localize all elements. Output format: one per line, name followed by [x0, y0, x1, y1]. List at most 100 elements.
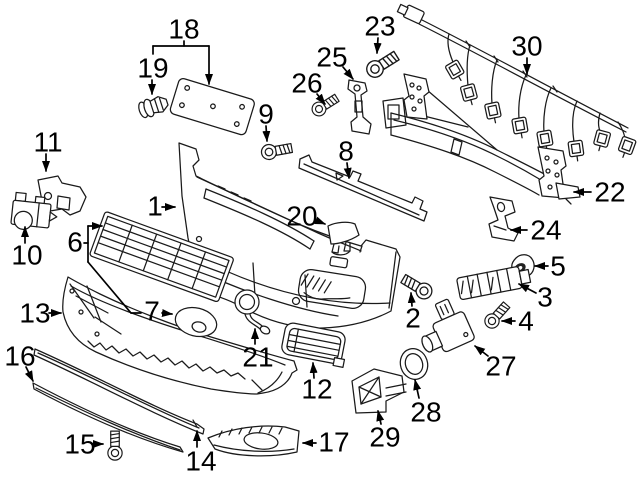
part-number-label-9: 9: [258, 99, 274, 130]
callout-10-horn-assembly: 10: [11, 226, 43, 271]
callout-layer: 1234567891011121314151617181920212223242…: [4, 11, 625, 477]
part-number-label-24: 24: [530, 215, 561, 246]
part-number-label-29: 29: [369, 422, 400, 453]
part-number-label-11: 11: [33, 127, 62, 158]
callout-22-impact-bar: 22: [573, 177, 626, 208]
part-23-impact-bar-bolt: [362, 47, 402, 82]
part-19-push-pin-clip: [138, 96, 169, 119]
part-number-label-27: 27: [485, 351, 516, 382]
part-17-fog-lamp-trim: [207, 425, 300, 457]
part-number-label-10: 10: [11, 240, 42, 271]
callout-17-fog-lamp-trim: 17: [302, 427, 350, 458]
part-4-tapping-screw: [481, 299, 513, 332]
callout-30-wiring-harness: 30: [511, 31, 543, 75]
leader-arrow: [262, 125, 271, 142]
part-number-label-25: 25: [316, 42, 347, 73]
leader-arrow: [518, 283, 537, 294]
part-18-license-plate-bracket: [169, 78, 255, 136]
part-22-impact-bar: [382, 73, 581, 205]
part-number-label-4: 4: [518, 306, 534, 337]
part-number-label-20: 20: [286, 201, 317, 232]
part-9-mounting-bolt: [259, 139, 294, 162]
part-number-label-3: 3: [537, 282, 553, 313]
part-number-label-14: 14: [185, 446, 216, 477]
part-10-horn-assembly: [10, 191, 58, 230]
part-3-side-support-bracket: [456, 266, 532, 301]
leader-arrow: [309, 362, 318, 379]
part-8-upper-support-strip: [298, 154, 428, 222]
part-24-side-mount-bracket: [488, 196, 519, 242]
callout-12-fog-light-grille: 12: [301, 362, 333, 405]
part-number-label-8: 8: [338, 136, 354, 167]
leader-arrow: [373, 37, 382, 54]
callout-23-impact-bar-bolt: 23: [364, 11, 396, 54]
callout-4-tapping-screw: 4: [501, 306, 534, 337]
part-28-sensor-seal-ring: [399, 348, 429, 380]
leader-arrow: [342, 66, 354, 80]
part-number-label-17: 17: [318, 427, 349, 458]
leader-arrow: [315, 93, 326, 105]
part-21-tow-hook: [234, 289, 271, 335]
part-27-parking-sensor: [421, 298, 475, 353]
part-16-molding-strip-lower: [32, 382, 184, 453]
callout-24-side-mount-bracket: 24: [510, 215, 562, 246]
part-number-label-26: 26: [291, 68, 322, 99]
part-number-label-23: 23: [364, 11, 395, 42]
part-25-center-bracket: [347, 79, 372, 135]
callout-2-hex-flange-bolt: 2: [405, 292, 421, 334]
leader-arrow: [407, 292, 416, 307]
part-29-sensor-holder: [351, 368, 407, 414]
part-number-label-18: 18: [168, 14, 199, 45]
part-20-headlight-washer-cover: [327, 221, 360, 256]
part-12-fog-light-grille: [281, 322, 346, 368]
part-number-label-30: 30: [511, 31, 542, 62]
callout-9-mounting-bolt: 9: [258, 99, 274, 142]
callout-19-push-pin-clip: 19: [137, 53, 169, 95]
leader-arrow: [474, 345, 489, 357]
callout-26-bracket-screw: 26: [291, 68, 326, 105]
callout-15-flange-bolt: 15: [64, 429, 104, 460]
part-number-label-21: 21: [242, 342, 273, 373]
callout-8-upper-support-strip: 8: [338, 136, 354, 179]
callout-11-mounting-bracket: 11: [33, 127, 63, 172]
part-number-label-15: 15: [64, 429, 95, 460]
callout-16-molding-strip-lower: 16: [4, 341, 36, 382]
part-7-tow-hook-cover: [174, 306, 218, 338]
part-number-label-16: 16: [4, 341, 35, 372]
part-2-hex-flange-bolt: [398, 271, 436, 303]
callout-25-center-bracket: 25: [316, 42, 354, 80]
part-number-label-5: 5: [550, 251, 566, 282]
callout-29-sensor-holder: 29: [369, 410, 401, 453]
part-number-label-6: 6: [67, 227, 83, 258]
callout-27-parking-sensor: 27: [474, 345, 517, 382]
callout-14-molding-strip-upper: 14: [185, 430, 217, 477]
leader-arrow: [343, 162, 352, 179]
part-14-molding-strip-upper: [33, 348, 205, 435]
callout-6-center-lower-grille: 6: [67, 222, 132, 314]
callout-20-headlight-washer-cover: 20: [286, 201, 326, 232]
part-number-label-28: 28: [410, 397, 441, 428]
callout-28-sensor-seal-ring: 28: [410, 379, 442, 428]
leader-arrow: [376, 410, 385, 425]
leader-line: [87, 261, 132, 314]
callout-1-front-bumper-cover: 1: [147, 191, 176, 222]
leader-arrow: [314, 216, 326, 225]
callout-21-tow-hook: 21: [242, 328, 274, 373]
callout-13-lower-spoiler: 13: [19, 298, 62, 329]
callout-5-cap-nut: 5: [534, 251, 566, 282]
part-number-label-7: 7: [144, 296, 160, 327]
part-13-lower-spoiler: [62, 276, 298, 395]
part-number-label-19: 19: [137, 53, 168, 84]
leader-arrow: [161, 309, 173, 317]
part-15-flange-bolt: [107, 430, 123, 461]
part-number-label-13: 13: [19, 298, 50, 329]
part-6-center-lower-grille: [89, 211, 234, 303]
part-30-wiring-harness: [396, 3, 637, 163]
callout-3-side-support-bracket: 3: [518, 282, 553, 313]
leader-arrow: [24, 366, 34, 382]
part-number-label-2: 2: [405, 303, 421, 334]
part-number-label-22: 22: [594, 177, 625, 208]
callout-18-license-plate-bracket: 18: [152, 14, 213, 85]
